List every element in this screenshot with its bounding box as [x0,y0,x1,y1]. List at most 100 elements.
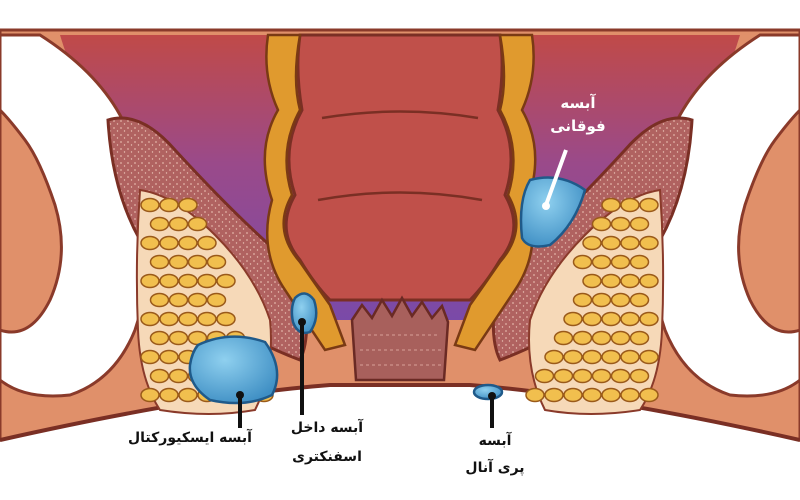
supralevator-abscess-label: آبسه فوقانی [538,92,618,139]
fat-globule [553,368,574,384]
fat-globule [159,197,179,213]
fat-globule [610,292,631,308]
fat-globule [553,330,574,346]
fat-globule [620,273,640,289]
fat-globule [591,368,612,384]
ischiorectal-pointer-dot [236,391,244,399]
fat-globule [639,235,659,251]
fat-globule [639,197,659,213]
ischiorectal-abscess-label: آبسه ایسکیورکتال [110,428,270,450]
fat-globule [168,292,189,308]
fat-globule [639,349,659,365]
intersphincteric-label-line1: آبسه داخل [290,420,364,436]
fat-globule [178,197,198,213]
fat-globule [629,368,650,384]
fat-globule [572,254,593,270]
fat-globule [140,197,160,213]
fat-globule [544,387,564,403]
fat-globule [620,197,640,213]
intersphincteric-pointer-dot [298,318,306,326]
fat-globule [629,330,650,346]
fat-globule [168,216,189,232]
fat-globule [563,349,583,365]
fat-globule [582,235,602,251]
rectal-fold-1 [321,110,479,120]
fat-globule [140,349,160,365]
fat-globule [187,292,208,308]
fat-globule [572,368,593,384]
fat-globule [639,387,659,403]
fat-globule [197,235,217,251]
fat-globule [187,254,208,270]
fat-globule [620,349,640,365]
fat-globule [178,235,198,251]
fat-globule [140,311,160,327]
fat-globule [591,216,612,232]
anal-canal-texture [360,334,442,366]
fat-globule [149,292,170,308]
right-internal-sphincter [453,33,537,352]
fat-globule [601,387,621,403]
fat-globule [159,311,179,327]
intersphincteric-abscess-label: آبسه داخل اسفنکتری [272,414,382,473]
perianal-pointer-dot [488,392,496,400]
fat-globule [639,273,659,289]
ischiorectal-abscess [188,335,279,405]
rectum [284,33,516,302]
fat-globule [197,311,217,327]
fat-globule [187,216,208,232]
fat-globule [629,216,650,232]
fat-globule [140,387,160,403]
fat-globule [629,292,650,308]
supralevator-label-line1: آبسه [560,94,596,112]
fat-globule [591,330,612,346]
fat-globule [582,273,602,289]
fat-globule [591,254,612,270]
fat-globule [168,330,189,346]
fat-globule [197,273,217,289]
fat-globule [620,387,640,403]
fat-globule [582,387,602,403]
fat-globule [610,330,631,346]
fat-globule [629,254,650,270]
fat-globule [544,349,564,365]
ischiorectal-label-line1: آبسه ایسکیورکتال [128,430,252,446]
fat-globule [582,311,602,327]
perianal-abscess-label: آبسه پری آنال [450,428,540,481]
fat-globule [572,330,593,346]
fat-globule [159,349,179,365]
intersphincteric-abscess [290,292,318,335]
skin-lower-contour [0,383,800,442]
fat-globule [216,311,236,327]
rectal-fold-2 [317,191,483,202]
supralevator-label-line2: فوقانی [550,117,606,136]
fat-globule [601,349,621,365]
fat-globule [149,216,170,232]
fat-globule [168,254,189,270]
fat-globule [178,387,198,403]
fat-globule [206,254,227,270]
intersphincteric-label-line2: اسفنکتری [292,449,362,466]
fat-globule [601,197,621,213]
fat-globule [563,387,583,403]
fat-globule [159,273,179,289]
fat-globule [216,273,236,289]
fat-globule [159,387,179,403]
fat-globule [610,368,631,384]
fat-globule [620,235,640,251]
fat-globule [639,311,659,327]
fat-globule [601,273,621,289]
fat-globule [601,235,621,251]
fat-globule [610,254,631,270]
fat-globule [206,292,227,308]
fat-globule [563,311,583,327]
fat-globule [610,216,631,232]
fat-globule [140,235,160,251]
pointer-lines [236,149,568,428]
perianal-label-line1: آبسه [478,433,512,449]
fat-globule [149,254,170,270]
perianal-label-line2: پری آنال [465,459,525,476]
perianal-abscess [472,383,504,401]
